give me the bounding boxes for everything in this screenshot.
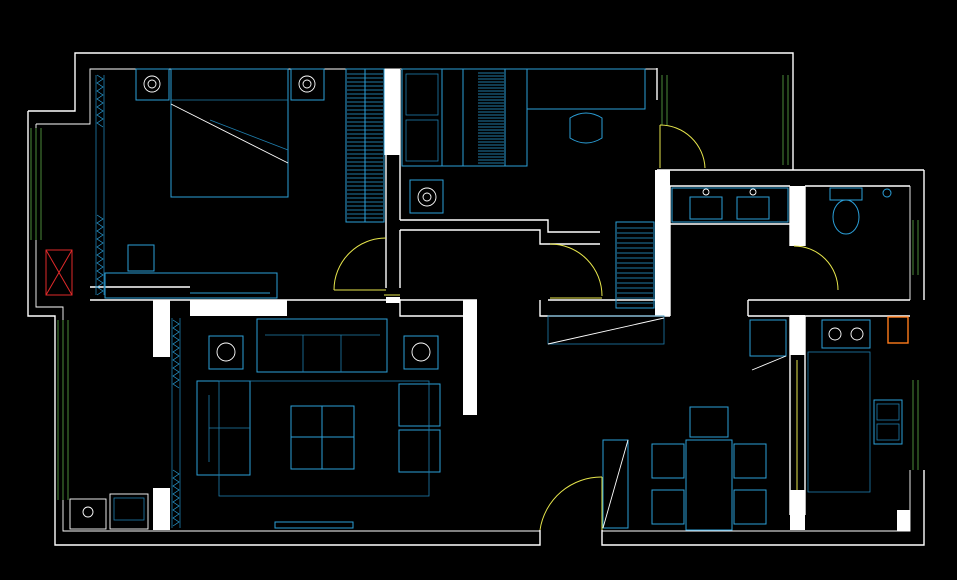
door-swings [333, 124, 839, 531]
dining-area [547, 221, 767, 531]
washing-machine [69, 498, 107, 530]
service-shaft [45, 249, 73, 296]
study-room [401, 68, 646, 214]
side-table-right [403, 335, 439, 370]
living-room [69, 318, 441, 530]
armchair-bottom [398, 429, 441, 473]
kitchen [807, 316, 909, 493]
living-curtain-top [172, 319, 180, 389]
exterior-walls [27, 52, 925, 546]
double-bed [170, 68, 289, 198]
sink-right [736, 196, 770, 220]
washer-bathroom [749, 319, 787, 357]
bedroom-curtain-top [96, 74, 104, 128]
master-bedroom [45, 68, 385, 299]
wardrobe-hanger-lines [347, 73, 383, 219]
shoe-cabinet [602, 439, 629, 529]
windows [30, 75, 919, 500]
sink-left [689, 196, 723, 220]
toilet-bowl [832, 199, 860, 235]
armchair-top [398, 383, 441, 427]
three-seat-sofa [256, 318, 388, 373]
refrigerator [887, 316, 909, 344]
bathroom [671, 187, 892, 371]
dining-chair-1 [651, 443, 685, 479]
kitchen-counter [807, 351, 871, 493]
dining-table [685, 439, 733, 531]
structural-columns [153, 69, 910, 531]
bed-stripes [478, 72, 504, 164]
nightstand-right [290, 68, 325, 101]
bedroom-stool [127, 244, 155, 272]
gas-stove [821, 319, 871, 349]
dining-chair-4 [733, 489, 767, 525]
study-desk [526, 68, 646, 110]
interior-walls [90, 68, 910, 515]
living-curtain-bottom [172, 469, 180, 527]
dining-chair-3 [733, 443, 767, 479]
study-bookshelf [401, 68, 443, 167]
tv-cabinet-bedroom [104, 272, 278, 299]
corridor-cabinet-lines [617, 227, 653, 304]
side-table-left [208, 335, 244, 370]
tv-cabinet-living [274, 521, 354, 529]
bedroom-curtain-bottom [96, 214, 104, 296]
potted-plant [409, 179, 444, 214]
shower-head [882, 188, 892, 198]
dining-chair-top [689, 406, 729, 438]
single-bed [441, 68, 528, 167]
corridor-cabinet [615, 221, 655, 309]
toilet-tank [829, 187, 863, 201]
area-rug [218, 380, 430, 497]
balcony-cabinet [109, 493, 149, 530]
entry-console [547, 315, 665, 345]
vanity-counter [671, 187, 789, 223]
kitchen-sink [873, 399, 903, 445]
nightstand-left [135, 68, 170, 101]
dining-chair-2 [651, 489, 685, 525]
